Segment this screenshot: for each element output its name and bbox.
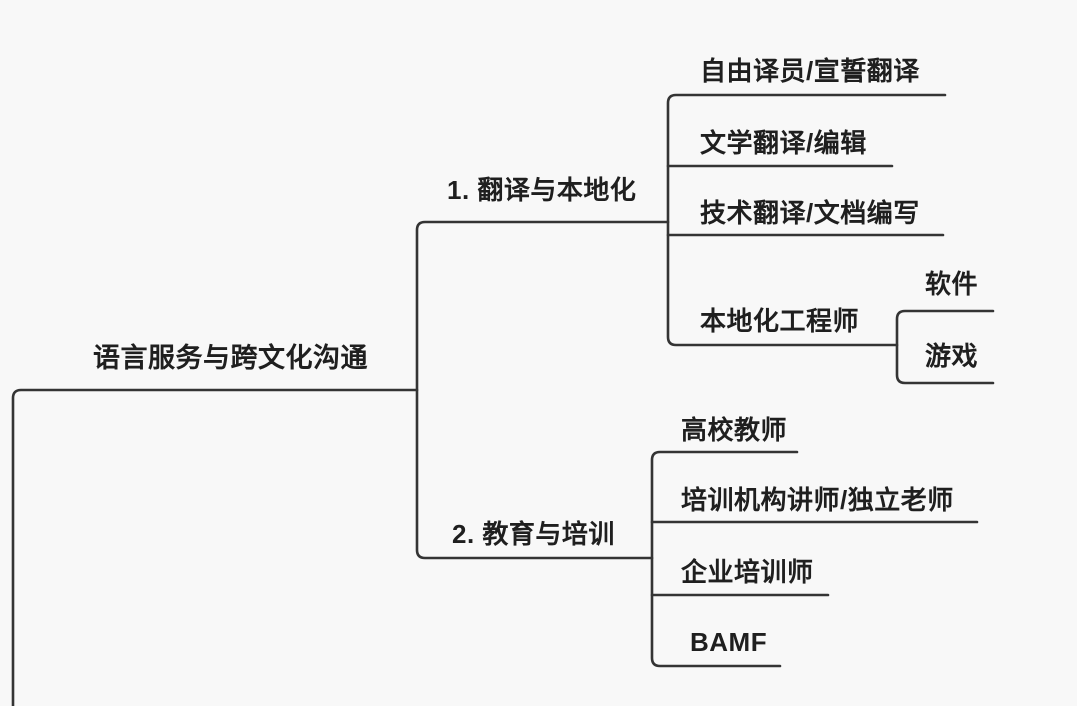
node-software[interactable]: 软件 bbox=[925, 269, 979, 299]
connector-branch2-children-bracket bbox=[650, 450, 799, 668]
node-training-lecturer[interactable]: 培训机构讲师/独立老师 bbox=[681, 485, 954, 515]
node-freelance-translator[interactable]: 自由译员/宣誓翻译 bbox=[700, 56, 920, 86]
node-corporate-trainer[interactable]: 企业培训师 bbox=[681, 557, 814, 587]
node-branch-education[interactable]: 2. 教育与培训 bbox=[452, 519, 615, 549]
node-branch-translation[interactable]: 1. 翻译与本地化 bbox=[447, 175, 637, 205]
node-technical-translation[interactable]: 技术翻译/文档编写 bbox=[700, 198, 920, 228]
connector-branch1-children-bracket bbox=[666, 93, 947, 347]
node-university-teacher[interactable]: 高校教师 bbox=[681, 415, 788, 445]
connector-root-left-drop bbox=[11, 388, 419, 706]
connector-localization-children-bracket bbox=[895, 309, 995, 385]
node-games[interactable]: 游戏 bbox=[925, 341, 979, 371]
node-root[interactable]: 语言服务与跨文化沟通 bbox=[93, 343, 368, 373]
node-localization-engineer[interactable]: 本地化工程师 bbox=[700, 306, 860, 336]
node-bamf[interactable]: BAMF bbox=[690, 627, 768, 657]
connector-root-to-branches bbox=[415, 220, 670, 560]
node-literary-translation[interactable]: 文学翻译/编辑 bbox=[700, 128, 867, 158]
